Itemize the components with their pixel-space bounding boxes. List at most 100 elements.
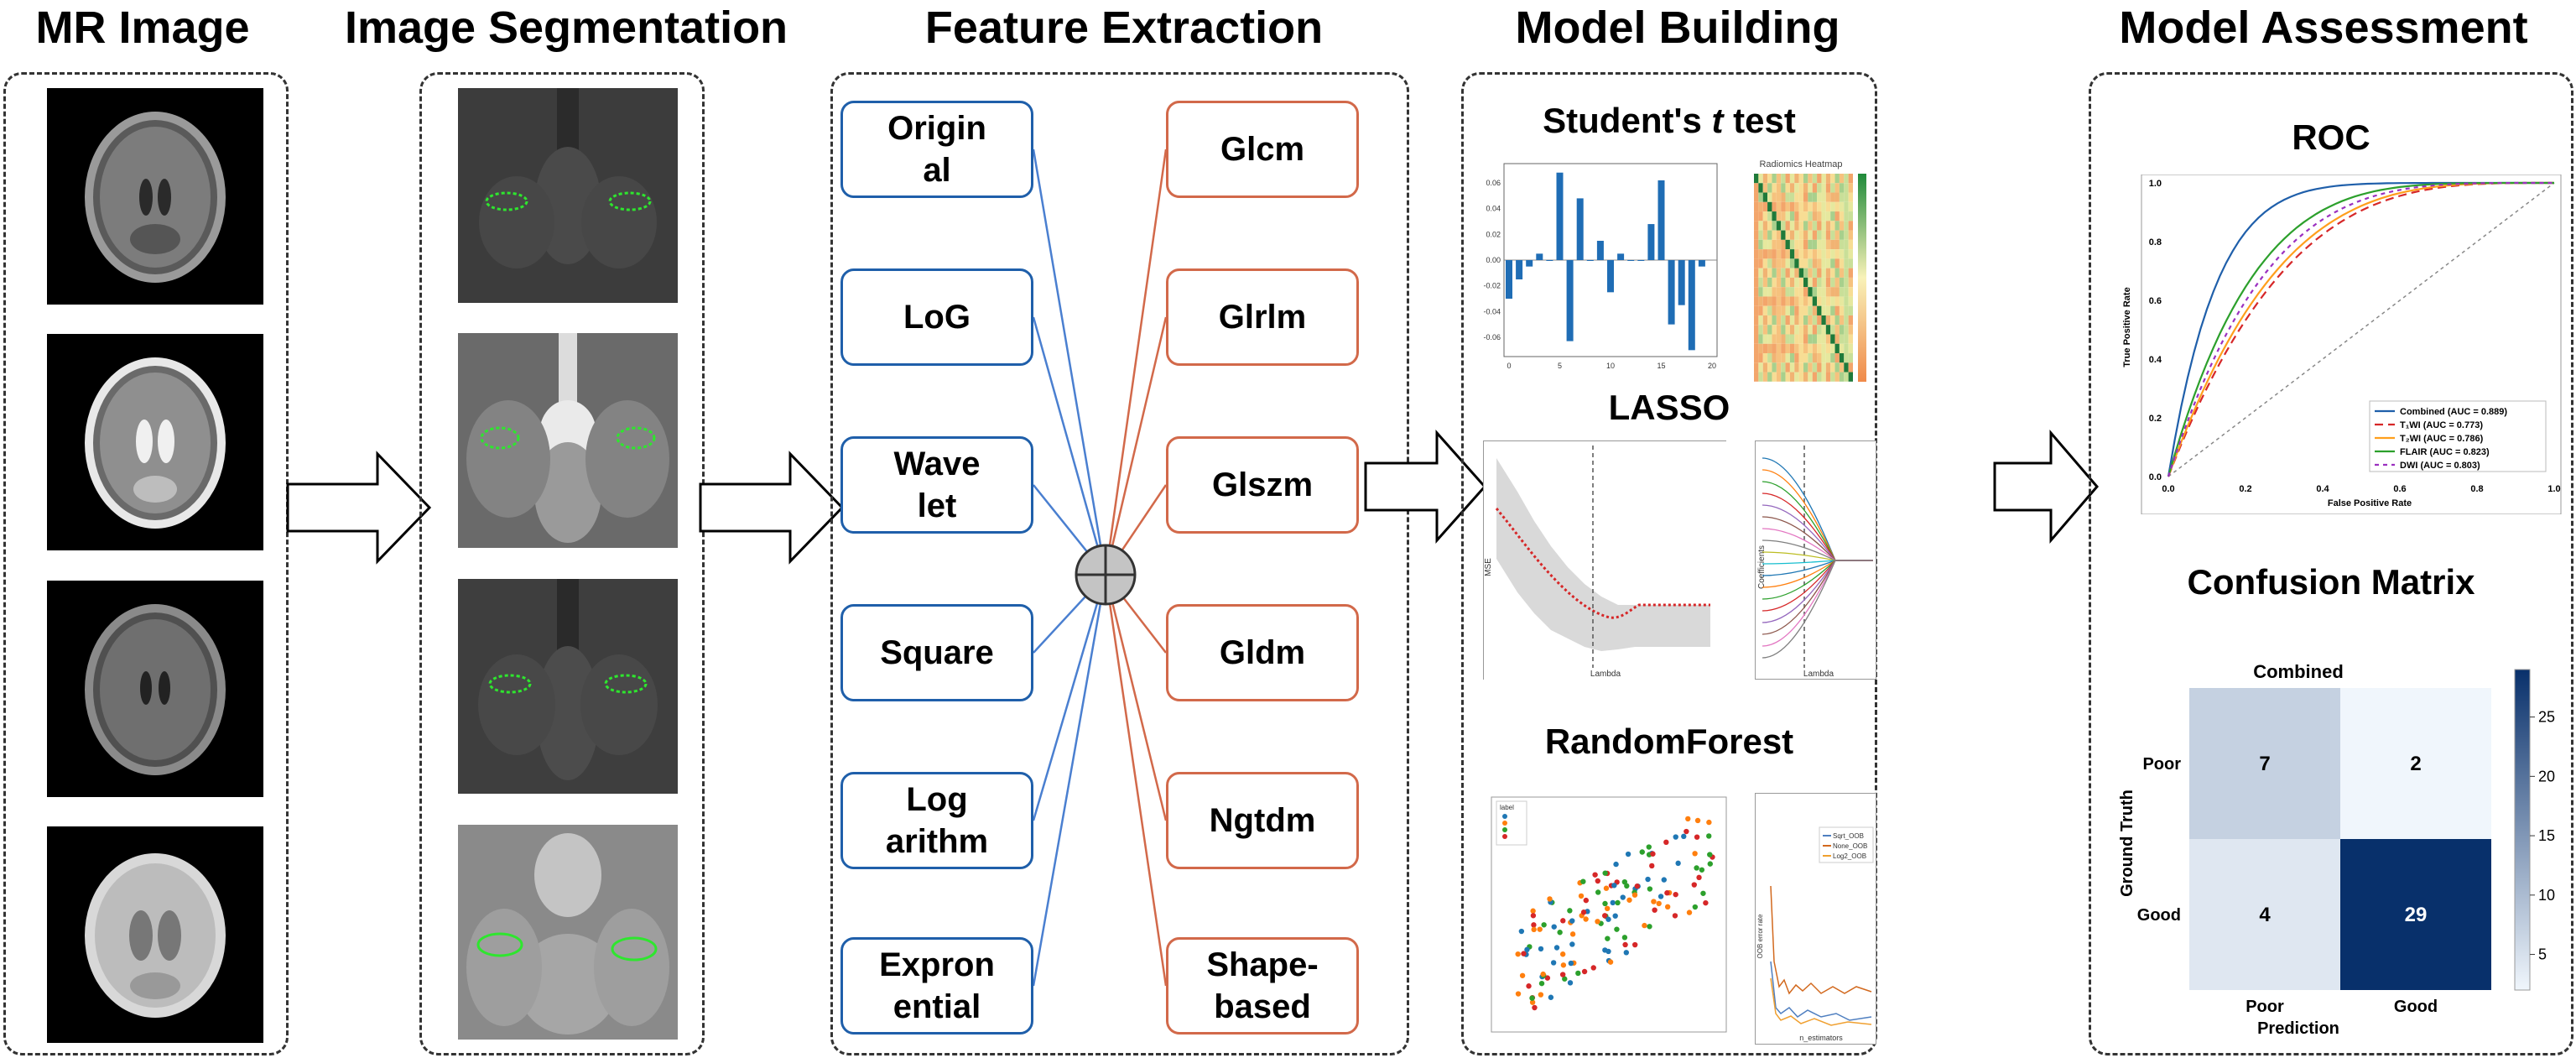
heatmap-cell bbox=[1758, 315, 1763, 326]
bar-mark bbox=[1506, 260, 1512, 299]
roc-x-tick: 0.2 bbox=[2239, 484, 2251, 494]
heatmap-cell bbox=[1812, 287, 1818, 297]
heatmap-cell bbox=[1767, 296, 1772, 306]
rf-scatter-point bbox=[1603, 885, 1610, 891]
heatmap-cell bbox=[1794, 353, 1799, 363]
heatmap-cell bbox=[1803, 362, 1808, 373]
heatmap-cell bbox=[1834, 362, 1840, 373]
heatmap-cell bbox=[1758, 192, 1763, 202]
heatmap-cell bbox=[1776, 287, 1782, 297]
heatmap-cell bbox=[1772, 296, 1777, 306]
heatmap-cell bbox=[1785, 201, 1790, 212]
rf-scatter-point bbox=[1621, 935, 1628, 941]
roc-ylabel: True Positive Rate bbox=[2122, 287, 2132, 367]
stage-title-mr-image: MR Image bbox=[35, 3, 250, 53]
heatmap-cell bbox=[1758, 201, 1763, 212]
heatmap-cell bbox=[1772, 249, 1777, 259]
heatmap-cell bbox=[1812, 343, 1818, 354]
bar-mark bbox=[1637, 260, 1645, 261]
heatmap-cell bbox=[1785, 315, 1790, 326]
bar-mark bbox=[1678, 260, 1685, 305]
heatmap-cell bbox=[1803, 239, 1808, 250]
heatmap-cell bbox=[1821, 258, 1826, 268]
heatmap-cell bbox=[1758, 258, 1763, 268]
heatmap-cell bbox=[1767, 183, 1772, 193]
rf-scatter-point bbox=[1685, 816, 1691, 822]
heatmap-cell bbox=[1817, 221, 1822, 231]
heatmap-cell bbox=[1848, 183, 1853, 193]
lasso-mse-xlabel: Lambda bbox=[1590, 670, 1621, 679]
heatmap-cell bbox=[1776, 183, 1782, 193]
cm-cell bbox=[2189, 688, 2340, 839]
heatmap-cell bbox=[1839, 334, 1845, 344]
heatmap-cell bbox=[1794, 258, 1799, 268]
heatmap-cell bbox=[1834, 230, 1840, 240]
heatmap-cell bbox=[1808, 268, 1813, 278]
heatmap-cell bbox=[1789, 239, 1795, 250]
heatmap-cell bbox=[1785, 211, 1790, 222]
rf-scatter-point bbox=[1524, 946, 1530, 953]
rf-scatter-point bbox=[1691, 882, 1697, 888]
heatmap-cell bbox=[1789, 174, 1795, 184]
heatmap-cell bbox=[1776, 362, 1782, 373]
rf-scatter-point bbox=[1700, 890, 1706, 896]
cm-colorbar-tick: 15 bbox=[2538, 827, 2555, 844]
heatmap-cell bbox=[1789, 192, 1795, 202]
heatmap-cell bbox=[1789, 372, 1795, 382]
bar-y-tick: -0.06 bbox=[1483, 333, 1501, 341]
heatmap-cell bbox=[1812, 315, 1818, 326]
rf-scatter-point bbox=[1621, 878, 1628, 885]
roc-curve bbox=[2167, 181, 2554, 477]
rf-scatter-point bbox=[1560, 962, 1567, 968]
heatmap-cell bbox=[1772, 334, 1777, 344]
filter-exponential: Expron ential bbox=[840, 937, 1033, 1035]
heatmap-cell bbox=[1798, 287, 1803, 297]
roc-x-tick: 1.0 bbox=[2547, 484, 2560, 494]
rf-scatter-point bbox=[1605, 948, 1611, 955]
heatmap-cell bbox=[1812, 353, 1818, 363]
heatmap-cell bbox=[1839, 315, 1845, 326]
heatmap-cell bbox=[1789, 362, 1795, 373]
heatmap-cell bbox=[1767, 372, 1772, 382]
heatmap-cell bbox=[1767, 211, 1772, 222]
rf-scatter-point bbox=[1567, 908, 1573, 914]
heatmap-cell bbox=[1794, 221, 1799, 231]
heatmap-cell bbox=[1794, 268, 1799, 278]
heatmap-cell bbox=[1830, 277, 1835, 288]
heatmap-cell bbox=[1794, 174, 1799, 184]
rf-scatter-point bbox=[1625, 851, 1631, 857]
heatmap-cell bbox=[1830, 174, 1835, 184]
lasso-mse-ylabel: MSE bbox=[1484, 558, 1493, 576]
heatmap-cell bbox=[1789, 221, 1795, 231]
heatmap-cell bbox=[1781, 211, 1786, 222]
heatmap-cell bbox=[1789, 277, 1795, 288]
heatmap-cell bbox=[1762, 183, 1768, 193]
heatmap-cell bbox=[1812, 201, 1818, 212]
flow-arrow-4 bbox=[1993, 429, 2099, 545]
heatmap-cell bbox=[1758, 372, 1763, 382]
lasso-coef-path bbox=[1762, 493, 1873, 561]
heatmap-cell bbox=[1776, 277, 1782, 288]
heatmap-cell bbox=[1767, 277, 1772, 288]
heatmap-cell bbox=[1798, 230, 1803, 240]
heatmap-cell bbox=[1798, 174, 1803, 184]
cm-col-label: Good bbox=[2394, 998, 2438, 1016]
flow-arrow-3 bbox=[1364, 430, 1487, 544]
heatmap-cell bbox=[1834, 325, 1840, 335]
rf-xlabel: n_estimators bbox=[1799, 1034, 1843, 1042]
heatmap-cell bbox=[1808, 287, 1813, 297]
t-test-title: Student's t test bbox=[1461, 101, 1877, 141]
heatmap-cell bbox=[1754, 249, 1759, 259]
heatmap-cell bbox=[1798, 334, 1803, 344]
heatmap-cell bbox=[1808, 343, 1813, 354]
heatmap-cell bbox=[1821, 201, 1826, 212]
heatmap-cell bbox=[1776, 249, 1782, 259]
heatmap-cell bbox=[1817, 258, 1822, 268]
heatmap-cell bbox=[1821, 174, 1826, 184]
rf-scatter-point bbox=[1530, 913, 1537, 919]
rf-scatter-point bbox=[1664, 890, 1670, 896]
bar-mark bbox=[1647, 224, 1655, 260]
heatmap-cell bbox=[1839, 192, 1845, 202]
heatmap-cell bbox=[1762, 325, 1768, 335]
heatmap-cell bbox=[1789, 296, 1795, 306]
